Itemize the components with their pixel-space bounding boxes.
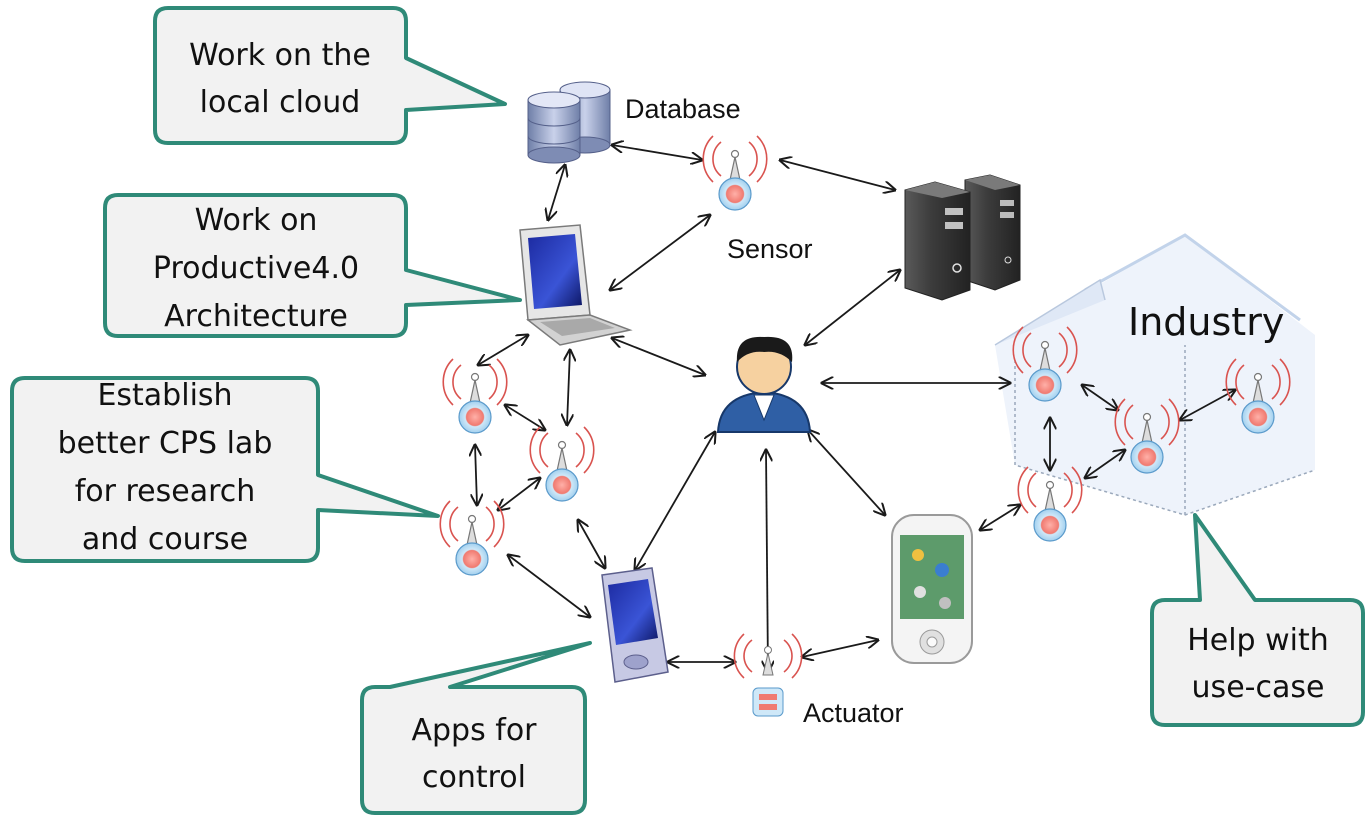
arrow-s3-pda — [508, 555, 590, 617]
sensor-label: Sensor — [727, 234, 813, 264]
callout-architecture-line-1: Work on — [195, 203, 318, 238]
arrow-laptop-sensor — [610, 215, 710, 290]
arrow-s3-s2 — [498, 478, 540, 510]
arrow-laptop-s2 — [567, 350, 570, 425]
callout-use-case-line-1: Help with — [1187, 623, 1329, 658]
callout-cps-lab-line-4: and course — [82, 522, 248, 557]
phone-icon — [891, 514, 973, 664]
callout-cps-lab: Establish better CPS lab for research an… — [10, 376, 440, 563]
arrow-h4-h2 — [1085, 450, 1125, 478]
arrow-h2-h3 — [1180, 390, 1235, 420]
sensor-icon-left-1 — [442, 358, 508, 434]
actuator-label: Actuator — [803, 698, 904, 728]
arrow-sensor-server — [780, 160, 895, 190]
callout-use-case: Help with use-case — [1150, 513, 1365, 727]
arrow-s1-s3 — [475, 445, 477, 505]
sensor-icon-left-3 — [439, 500, 505, 576]
arrow-h1-h2 — [1082, 385, 1118, 410]
industry-label: Industry — [1128, 300, 1284, 344]
sensor-icon-left-2 — [529, 426, 595, 502]
callout-apps-line-1: Apps for — [411, 713, 537, 748]
arrow-server-user — [805, 270, 900, 345]
callout-local-cloud: Work on the local cloud — [153, 6, 507, 145]
callout-architecture-line-2: Productive4.0 — [153, 251, 359, 286]
callout-apps: Apps for control — [360, 641, 592, 815]
database-label: Database — [625, 94, 741, 124]
callout-cps-lab-line-1: Establish — [97, 378, 232, 413]
callout-local-cloud-line-1: Work on the — [189, 38, 371, 73]
laptop-icon — [519, 224, 633, 346]
arrow-phone-industry — [980, 505, 1020, 530]
industry-building: Industry — [994, 233, 1316, 516]
arrow-laptop-user — [612, 338, 705, 375]
arrow-db-sensor — [612, 145, 702, 160]
arrow-laptop-s1 — [478, 335, 528, 365]
arrow-s2-pda — [578, 520, 605, 568]
callout-use-case-line-2: use-case — [1192, 670, 1325, 705]
server-icon — [904, 174, 1021, 301]
arrow-user-actuator — [766, 450, 768, 672]
sensor-icon-top — [702, 135, 768, 211]
arrow-user-phone — [808, 430, 885, 515]
callout-local-cloud-line-2: local cloud — [200, 85, 361, 120]
pda-icon — [601, 567, 669, 683]
user-icon — [716, 336, 812, 433]
database-icon — [527, 81, 611, 164]
arrow-actuator-phone — [802, 640, 878, 657]
actuator-icon — [733, 633, 803, 717]
arrow-db-laptop — [548, 165, 565, 220]
callout-cps-lab-line-2: better CPS lab — [58, 426, 273, 461]
arrow-s1-s2 — [505, 405, 545, 430]
connections — [475, 145, 1235, 672]
callout-cps-lab-line-3: for research — [75, 474, 256, 509]
arrow-user-pda — [635, 432, 715, 570]
callout-architecture: Work on Productive4.0 Architecture — [103, 193, 522, 338]
callout-apps-line-2: control — [422, 760, 526, 795]
callout-architecture-line-3: Architecture — [164, 299, 348, 334]
